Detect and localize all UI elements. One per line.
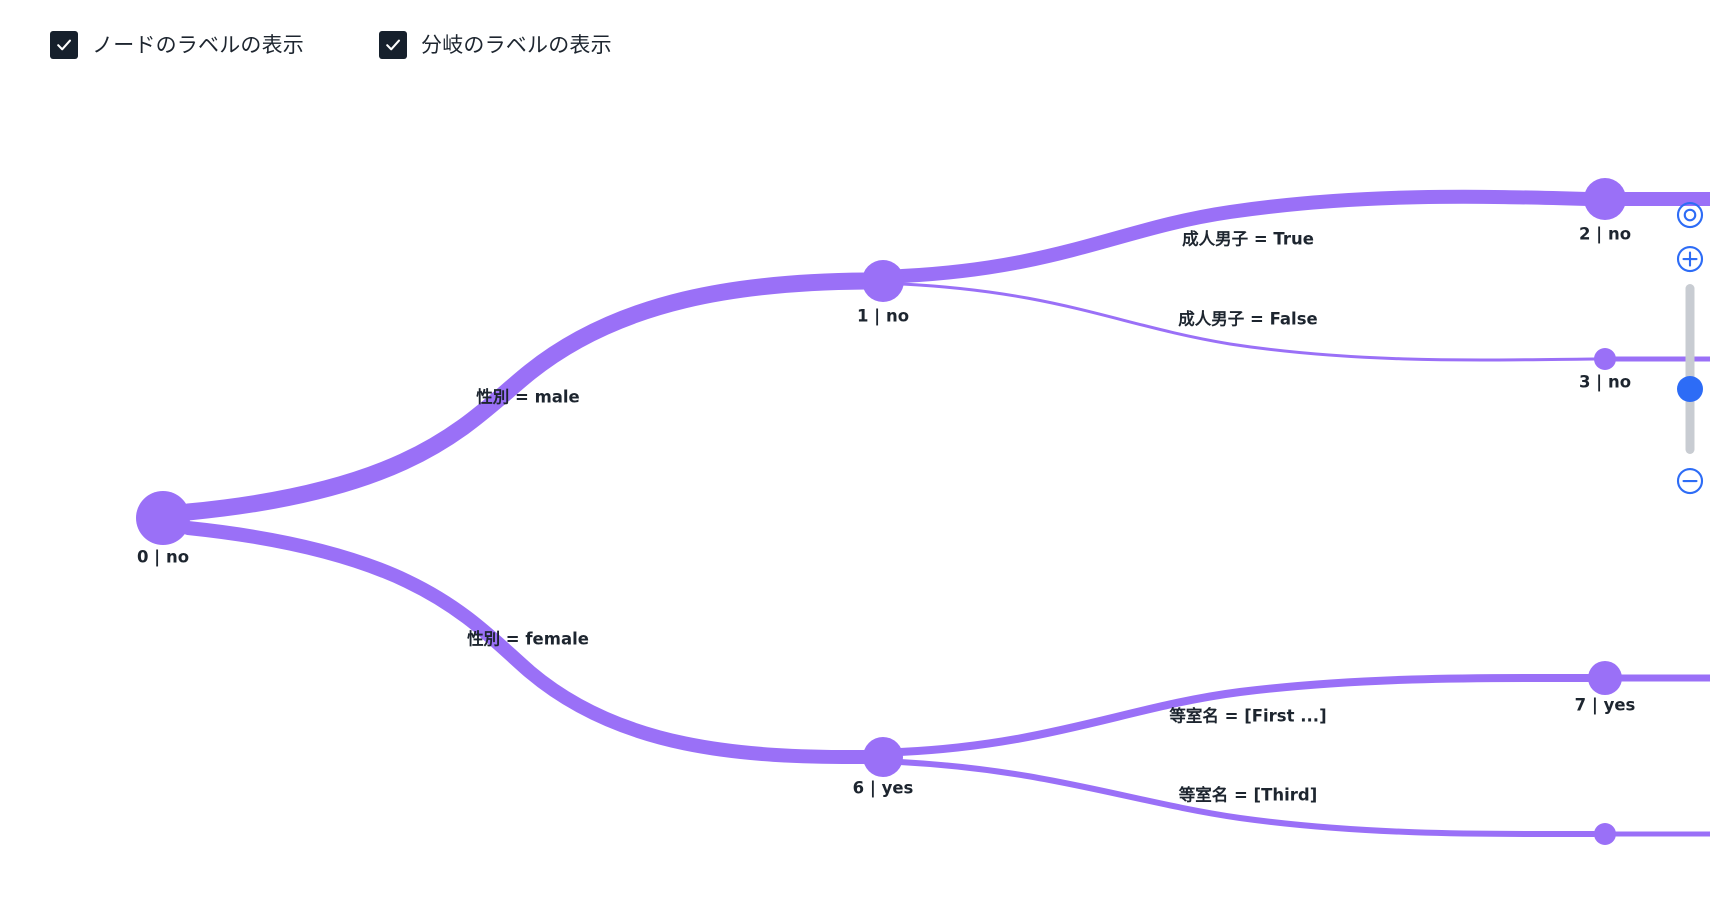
tree-edge[interactable] bbox=[179, 272, 875, 521]
tree-node[interactable] bbox=[1594, 348, 1616, 370]
branch-labels-checkbox[interactable] bbox=[379, 31, 407, 59]
checkmark-icon bbox=[386, 39, 401, 51]
tree-edge[interactable] bbox=[897, 759, 1597, 838]
edge-label: 等室名 = [First ...] bbox=[1169, 706, 1326, 726]
tree-node[interactable] bbox=[1594, 823, 1616, 845]
toggle-node-labels[interactable]: ノードのラベルの表示 bbox=[50, 31, 304, 59]
edge-label: 性別 = male bbox=[476, 387, 580, 407]
zoom-in-icon[interactable] bbox=[1675, 244, 1705, 274]
edge-label: 成人男子 = True bbox=[1182, 229, 1314, 249]
tree-node[interactable] bbox=[1588, 661, 1622, 695]
tree-edge[interactable] bbox=[896, 673, 1594, 756]
node-label-layer: 0 | no 1 | no 2 | no 3 | no 6 | yes 7 | yes bbox=[137, 225, 1636, 799]
edge-label: 等室名 = [Third] bbox=[1179, 785, 1318, 805]
node-layer bbox=[136, 178, 1626, 845]
node-labels-checkbox[interactable] bbox=[50, 31, 78, 59]
tree-node[interactable] bbox=[1584, 178, 1626, 220]
node-label: 1 | no bbox=[857, 307, 909, 327]
branch-labels-checkbox-label: 分岐のラベルの表示 bbox=[421, 32, 612, 57]
recenter-icon[interactable] bbox=[1675, 200, 1705, 230]
display-options-toolbar: ノードのラベルの表示 分岐のラベルの表示 bbox=[0, 0, 1710, 90]
tree-edge[interactable] bbox=[181, 521, 875, 765]
tree-edge[interactable] bbox=[900, 282, 1596, 362]
tree-node[interactable] bbox=[863, 737, 903, 777]
node-label: 3 | no bbox=[1579, 373, 1631, 393]
zoom-slider-track[interactable] bbox=[1685, 284, 1695, 454]
zoom-controls bbox=[1670, 200, 1710, 530]
zoom-slider[interactable] bbox=[1675, 284, 1705, 454]
zoom-out-icon[interactable] bbox=[1675, 466, 1705, 496]
node-label: 0 | no bbox=[137, 548, 189, 568]
tree-node[interactable] bbox=[136, 491, 190, 545]
node-label: 2 | no bbox=[1579, 225, 1631, 245]
checkmark-icon bbox=[57, 39, 72, 51]
node-label: 7 | yes bbox=[1575, 696, 1636, 716]
node-label: 6 | yes bbox=[853, 779, 914, 799]
edge-label: 成人男子 = False bbox=[1178, 309, 1317, 329]
tree-node[interactable] bbox=[862, 260, 904, 302]
tree-edge[interactable] bbox=[895, 189, 1595, 283]
node-labels-checkbox-label: ノードのラベルの表示 bbox=[92, 32, 304, 57]
edge-layer bbox=[179, 189, 1710, 838]
edge-label: 性別 = female bbox=[467, 629, 589, 649]
zoom-slider-thumb[interactable] bbox=[1677, 376, 1703, 402]
toggle-branch-labels[interactable]: 分岐のラベルの表示 bbox=[379, 31, 612, 59]
edge-label-layer: 性別 = male 性別 = female 成人男子 = True 成人男子 = Fa… bbox=[467, 229, 1327, 805]
